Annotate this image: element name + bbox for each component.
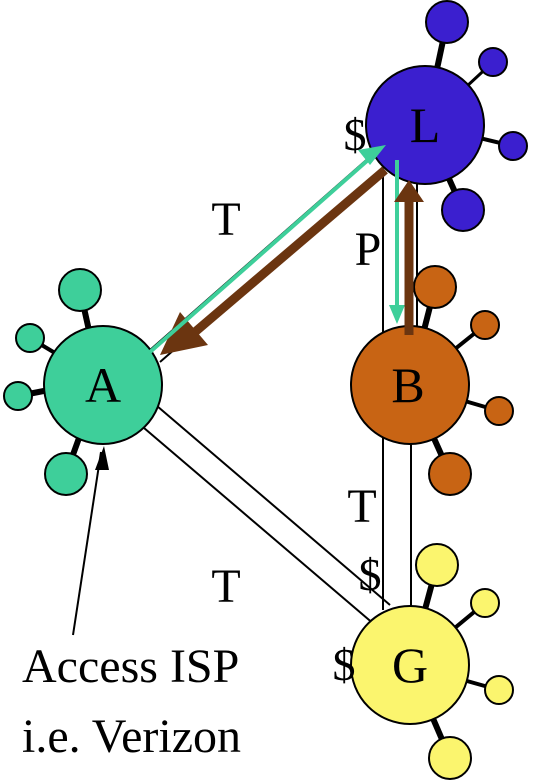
- link-l-b-label: P: [355, 223, 382, 276]
- link-b-g: [382, 430, 412, 610]
- node-l-circle: [365, 65, 485, 185]
- node-b-label: B: [391, 357, 424, 413]
- flow-arrow-teal-a-to-l: [148, 145, 386, 354]
- dollar-marker-g-left: $: [333, 639, 356, 690]
- node-l-label: L: [410, 97, 441, 153]
- annotation-line-1: Access ISP: [22, 640, 239, 693]
- link-b-g-label: T: [347, 480, 376, 533]
- flow-arrow-brown-l-to-a: [160, 166, 388, 355]
- annotation-line-2: i.e. Verizon: [22, 710, 241, 763]
- node-g-label: G: [392, 637, 428, 693]
- link-a-g-label: T: [211, 560, 240, 613]
- node-a-circle: [43, 325, 163, 445]
- dollar-marker-g-top: $: [359, 549, 382, 600]
- dollar-marker-l: $: [344, 109, 367, 160]
- flow-arrow-teal-l-to-b: [389, 160, 405, 324]
- node-g-circle: [350, 605, 470, 725]
- link-a-l-label: T: [211, 193, 240, 246]
- node-a-label: A: [85, 357, 121, 413]
- link-a-g: [136, 399, 391, 626]
- flow-arrow-brown-b-to-l: [394, 180, 424, 335]
- annotation-pointer-arrow: [72, 446, 109, 636]
